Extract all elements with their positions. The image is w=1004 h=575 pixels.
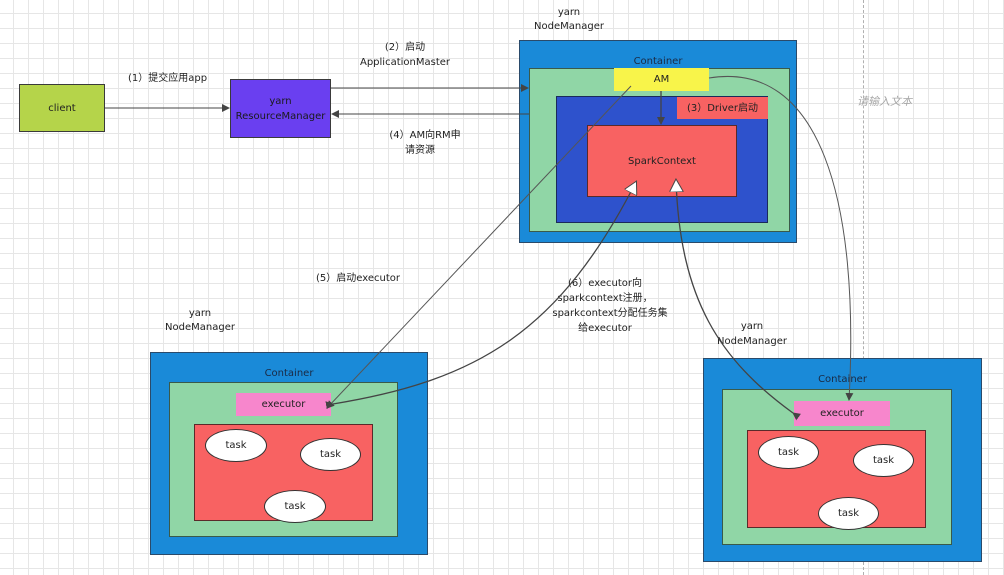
step5-label: (5）启动executor [316, 273, 400, 284]
top-nodemanager-title-line1: yarn [557, 7, 581, 18]
rm-label-line1: yarn [269, 95, 292, 107]
task-label: task [319, 449, 342, 460]
left-nodemanager-title-line1: yarn [188, 308, 212, 319]
left-executor-box[interactable]: executor [236, 393, 331, 416]
right-container-title: Container [818, 374, 867, 385]
top-container-title: Container [633, 56, 683, 67]
task-label: task [777, 447, 800, 458]
right-executor-box[interactable]: executor [794, 401, 890, 426]
client-label: client [48, 102, 76, 114]
text-placeholder[interactable]: 请输入文本 [857, 95, 912, 108]
resource-manager-node[interactable]: yarn ResourceManager [230, 79, 331, 138]
client-node[interactable]: client [19, 84, 105, 132]
step1-label: (1）提交应用app [128, 73, 208, 84]
step6-label-line1: (6）executor向 [568, 278, 642, 289]
right-executor-label: executor [820, 408, 864, 419]
right-task-3[interactable]: task [818, 497, 879, 530]
page-guide-line [863, 0, 864, 575]
right-nodemanager-title-line2: NodeManager [717, 336, 787, 347]
step2-label-line1: (2）启动 [384, 42, 426, 53]
task-label: task [837, 508, 860, 519]
driver-start-label-box: (3）Driver启动 [677, 97, 768, 119]
left-task-2[interactable]: task [300, 438, 361, 471]
task-label: task [284, 501, 306, 512]
right-task-1[interactable]: task [758, 436, 819, 469]
step4-label-line1: (4）AM向RM申 [389, 130, 461, 141]
left-executor-label: executor [261, 399, 306, 410]
top-nodemanager-title-line2: NodeManager [534, 21, 604, 32]
spark-context-box[interactable]: SparkContext [587, 125, 737, 197]
left-task-1[interactable]: task [205, 429, 267, 462]
left-nodemanager-title-line2: NodeManager [165, 322, 235, 333]
step6-label-line3: sparkcontext分配任务集 [552, 308, 668, 319]
spark-context-label: SparkContext [628, 155, 696, 167]
task-label: task [225, 440, 247, 451]
left-container-title: Container [264, 368, 314, 379]
task-label: task [872, 455, 895, 466]
step6-label-line2: sparkcontext注册， [557, 293, 653, 304]
step4-label-line2: 请资源 [405, 145, 435, 156]
rm-label-line2: ResourceManager [235, 110, 326, 122]
right-nodemanager-title-line1: yarn [740, 321, 764, 332]
right-task-2[interactable]: task [853, 444, 914, 477]
step2-label-line2: ApplicationMaster [359, 57, 451, 68]
am-box[interactable]: AM [614, 68, 709, 91]
left-task-3[interactable]: task [264, 490, 326, 523]
step6-label-line4: 给executor [578, 323, 632, 334]
am-label: AM [653, 74, 670, 85]
step3-label: (3）Driver启动 [686, 102, 759, 114]
